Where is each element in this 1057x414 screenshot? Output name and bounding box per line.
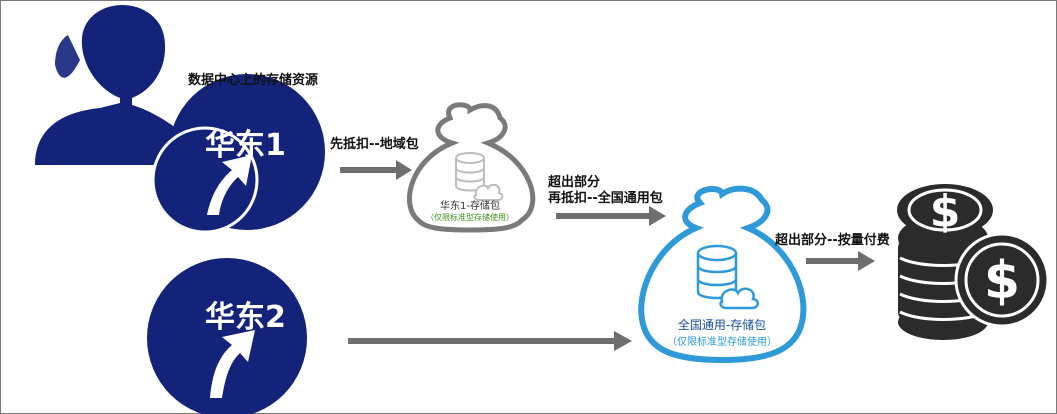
cloud-icon	[473, 183, 504, 201]
region-1-node	[151, 74, 325, 234]
regional-package-bag	[407, 102, 536, 233]
national-package-title: 全国通用-存储包	[677, 318, 767, 332]
storage-resource-caption: 数据中心上的存储资源	[188, 73, 319, 88]
step-deduct-national-label: 再抵扣--全国通用包	[548, 191, 663, 206]
svg-text:$: $	[984, 251, 1020, 311]
up-arrow-icon	[210, 330, 255, 398]
cloud-icon	[719, 287, 759, 310]
step-excess-label: 超出部分	[548, 175, 601, 190]
region-2-node	[147, 258, 307, 414]
national-package-note: （仅限标准型存储使用）	[667, 337, 777, 348]
regional-package-note: （仅限标准型存储使用）	[426, 213, 514, 222]
up-arrow-icon	[207, 155, 252, 215]
coins-icon: $ $	[897, 184, 1050, 340]
step-pay-as-you-go-label: 超出部分--按量付费	[775, 233, 890, 248]
step-deduct-regional-label: 先抵扣--地域包	[330, 137, 419, 152]
arrow-region2-to-national	[348, 331, 632, 351]
arrow-to-regional-package	[340, 160, 412, 180]
region-1-label: 华东1	[205, 128, 286, 163]
svg-text:$: $	[930, 186, 961, 237]
arrow-to-pay-as-you-go	[806, 251, 875, 271]
regional-package-title: 华东1-存储包	[440, 201, 500, 212]
user-icon	[35, 5, 190, 165]
arrow-to-national-package	[556, 206, 666, 226]
national-package-bag	[638, 185, 807, 364]
region-2-label: 华东2	[205, 300, 286, 335]
